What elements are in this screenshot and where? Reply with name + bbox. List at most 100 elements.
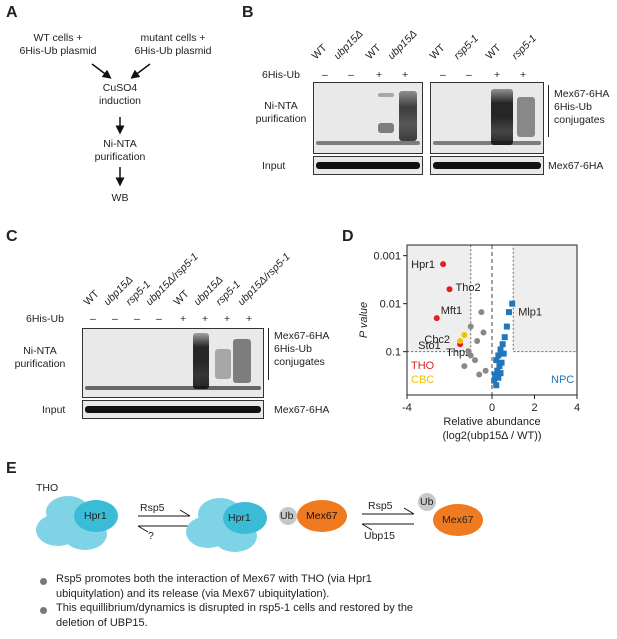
e-rsp5-right: Rsp5 [368, 500, 393, 512]
b-lane-left-2: WT [363, 41, 384, 62]
b-conj-label: Mex67-6HA 6His-Ub conjugates [554, 88, 610, 126]
nintа-purification-text-a: Ni-NTA purification [94, 138, 146, 163]
right-significant-region [512, 244, 578, 353]
point-other-7 [482, 367, 489, 374]
b-his-right-1: – [466, 69, 472, 81]
x-tick-label-3: 4 [574, 402, 580, 414]
c-his-5: + [202, 313, 209, 325]
b-his-right-3: + [520, 69, 527, 81]
wb-text: WB [111, 192, 129, 204]
point-label-hpr1: Hpr1 [411, 259, 435, 271]
c-his-6: + [224, 313, 231, 325]
e-hpr1-left: Hpr1 [84, 510, 107, 522]
b-blot-left-input [313, 156, 423, 175]
point-tho-2 [433, 315, 440, 322]
point-label-thp2: Thp2 [446, 347, 471, 359]
c-his-1: – [112, 313, 118, 325]
b-blot-right-input [430, 156, 544, 175]
x-axis-label: Relative abundance [443, 416, 540, 428]
point-other-1 [467, 323, 474, 330]
b-his-left-3: + [402, 69, 409, 81]
c-his-4: + [180, 313, 187, 325]
x-axis-label-2: (log2(ubp15Δ / WT)) [442, 430, 541, 442]
point-npc-8 [496, 363, 503, 370]
bullet-2-line-2: deletion of UBP15. [56, 617, 148, 629]
b-his-left-1: – [348, 69, 354, 81]
b-lane-right-3: rsp5-1 [509, 32, 540, 62]
b-mex-label: Mex67-6HA [548, 160, 604, 172]
b-input-label: Input [262, 160, 286, 172]
point-other-6 [474, 338, 481, 345]
bullet-1 [40, 578, 47, 585]
point-label-cbc2: Cbc2 [424, 334, 450, 346]
b-lane-right-2: WT [483, 41, 504, 62]
point-label-mlp1: Mlp1 [518, 307, 542, 319]
c-lane-0: WT [81, 287, 102, 308]
b-his-label: 6His-Ub [262, 69, 300, 81]
point-other-4 [472, 357, 478, 364]
mutant-cells-text: mutant cells + 6His-Ub plasmid [134, 32, 212, 57]
point-npc-10 [492, 371, 499, 378]
panel-label-c: C [6, 228, 18, 245]
bullet-1-line-2: ubiquitylation) and its release (via Mex… [56, 588, 330, 600]
point-npc-4 [499, 341, 506, 348]
e-question: ? [148, 530, 154, 542]
point-npc-1 [506, 309, 512, 316]
panel-label-b: B [242, 4, 254, 21]
legend-tho: THO [411, 360, 435, 372]
panel-a-arrows [91, 63, 151, 187]
point-other-8 [476, 371, 483, 378]
point-other-9 [467, 352, 474, 359]
c-lane-4: WT [171, 287, 192, 308]
e-ub-right: Ub [420, 496, 434, 508]
b-his-right-2: + [494, 69, 501, 81]
legend-npc: NPC [551, 374, 574, 386]
c-nintа-label: Ni-NTA purification [14, 345, 66, 370]
e-rsp5-left: Rsp5 [140, 502, 165, 514]
e-tho-label: THO [36, 482, 59, 494]
bullet-2-line-1: This equillibrium/dynamics is disrupted … [56, 602, 414, 614]
panel-label-d: D [342, 228, 354, 245]
point-npc-13 [495, 374, 502, 381]
point-other-0 [478, 309, 485, 316]
c-input-label: Input [42, 404, 66, 416]
b-his-left-2: + [376, 69, 383, 81]
y-tick-label-2: 0.1 [386, 347, 401, 359]
e-hpr1-mid: Hpr1 [228, 512, 251, 524]
b-nintа-label: Ni-NTA purification [255, 100, 307, 125]
point-label-tho2: Tho2 [456, 282, 481, 294]
b-lane-right-1: rsp5-1 [451, 32, 482, 62]
point-other-5 [461, 363, 468, 370]
point-npc-15 [493, 382, 500, 389]
x-tick-label-0: -4 [402, 402, 412, 414]
left-significant-region [406, 244, 472, 353]
legend-cbc: CBC [411, 374, 434, 386]
b-lane-left-0: WT [309, 41, 330, 62]
c-his-7: + [246, 313, 253, 325]
point-tho-0 [440, 261, 447, 268]
y-axis-label: P value [358, 302, 370, 338]
point-npc-5 [497, 346, 504, 353]
e-mex67-right: Mex67 [442, 514, 474, 526]
e-ubp15: Ubp15 [364, 530, 395, 542]
point-npc-2 [503, 323, 510, 330]
tho-complex-middle [186, 498, 267, 552]
point-tho-1 [446, 286, 453, 293]
point-npc-14 [491, 377, 498, 384]
point-label-mft1: Mft1 [441, 305, 462, 317]
point-npc-6 [495, 352, 502, 359]
point-label-sto1: Sto1 [418, 340, 441, 352]
c-his-2: – [134, 313, 140, 325]
b-his-left-0: – [322, 69, 328, 81]
y-tick-label-0: 0.001 [373, 251, 401, 263]
e-ub-mid: Ub [280, 510, 294, 522]
point-npc-7 [493, 357, 500, 364]
b-blot-right-top [430, 82, 544, 154]
c-blot-top [82, 328, 264, 398]
c-mex-label: Mex67-6HA [274, 404, 330, 416]
c-his-label: 6His-Ub [26, 313, 64, 325]
point-cbc-1 [457, 338, 464, 345]
point-npc-11 [498, 359, 505, 366]
c-lane-7: ubp15Δ/rsp5-1 [235, 250, 293, 308]
